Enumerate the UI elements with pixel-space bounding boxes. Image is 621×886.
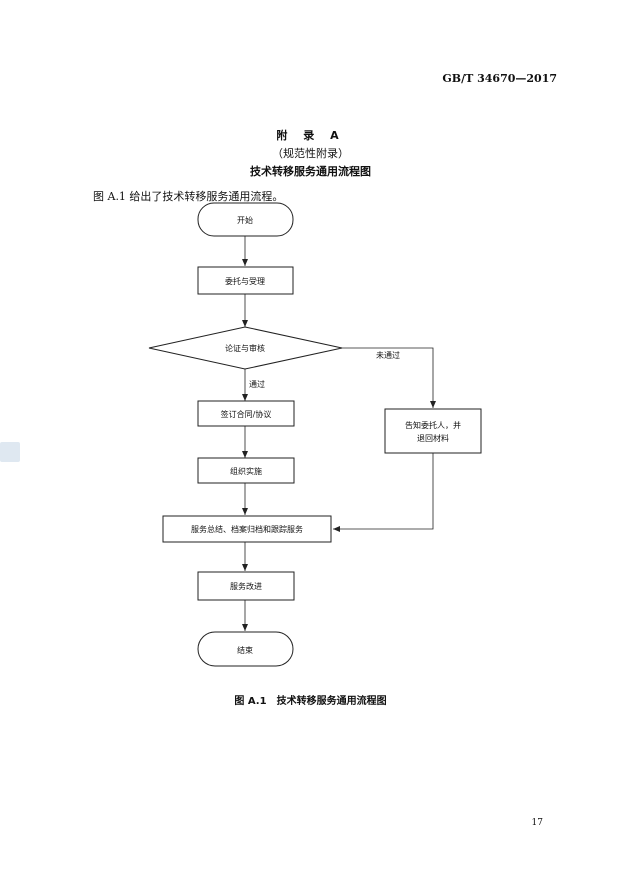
node-end	[197, 631, 294, 667]
appendix-type: （规范性附录）	[272, 147, 349, 160]
label-improve: 服务改进	[230, 581, 262, 591]
node-improve	[197, 571, 295, 601]
intro-paragraph: 图 A.1 给出了技术转移服务通用流程。	[93, 190, 284, 203]
standard-number: GB/T 34670—2017	[442, 72, 557, 85]
label-entrust: 委托与受理	[225, 276, 265, 286]
label-start: 开始	[237, 215, 253, 225]
node-notify	[384, 408, 482, 454]
node-implement	[197, 457, 295, 484]
label-review: 论证与审核	[225, 343, 265, 353]
arrow-review-to-notify	[342, 347, 436, 408]
node-review-decision	[148, 326, 343, 370]
edge-label-pass: 通过	[249, 379, 265, 389]
label-notify-line1: 告知委托人，并	[405, 420, 461, 430]
node-start	[197, 202, 294, 237]
label-notify-line2: 退回材料	[417, 433, 449, 443]
node-sign-contract	[197, 400, 295, 427]
edge-label-fail: 未通过	[376, 350, 400, 360]
figure-caption: 图 A.1 技术转移服务通用流程图	[234, 696, 387, 707]
page-number: 17	[531, 818, 543, 828]
node-summary	[162, 515, 332, 543]
label-sign-contract: 签订合同/协议	[221, 409, 272, 419]
node-entrust	[197, 266, 294, 295]
side-tab-marker	[0, 442, 20, 462]
arrow-notify-to-summary	[333, 453, 434, 532]
label-implement: 组织实施	[230, 466, 262, 476]
label-summary: 服务总结、档案归档和跟踪服务	[191, 524, 303, 534]
appendix-name: 技术转移服务通用流程图	[250, 165, 371, 178]
label-end: 结束	[237, 645, 253, 655]
appendix-title: 附 录 A	[276, 129, 345, 142]
